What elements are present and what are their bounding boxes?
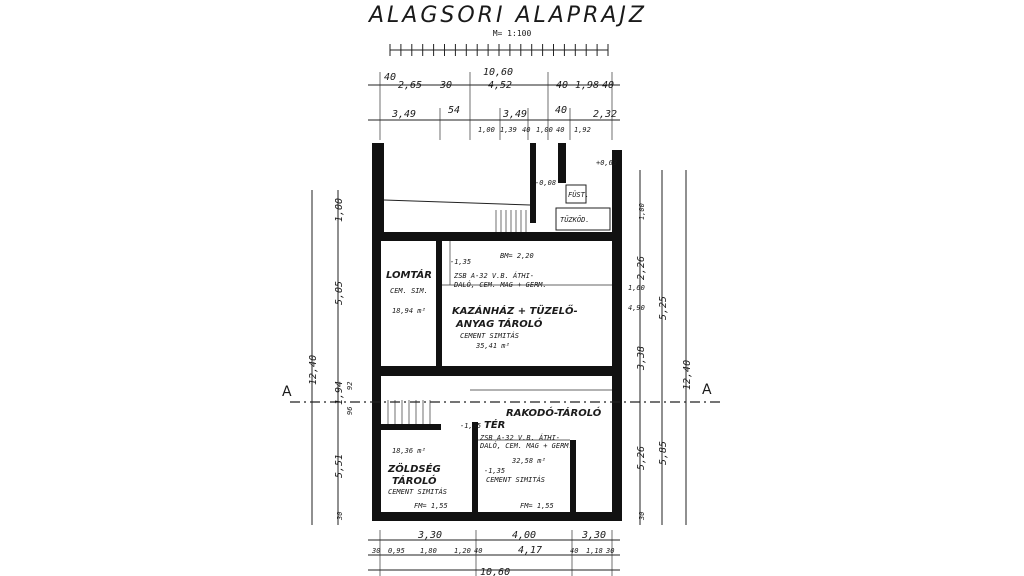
room-name: KAZÁNHÁZ + TÜZELŐ- — [452, 303, 578, 317]
left-dimension-lines: 1,00 5,05 12,40 1,94 92 96 5,51 30 — [308, 190, 354, 525]
dim-top-r3-5: 40 — [556, 126, 564, 134]
dim-overall-top: 10,60 — [483, 67, 513, 78]
dim-left-7: 5,51 — [334, 454, 345, 478]
room-finish: CEMENT SIMITÁS — [486, 475, 545, 484]
dim-bottom-r2-3: 1,80 — [420, 547, 437, 555]
slab-note-1b: DALÓ, CEM. MAG + GERM. — [453, 280, 547, 289]
dim-top-r2-2: 54 — [448, 105, 460, 116]
dim-right-5: 12,40 — [682, 360, 693, 390]
dim-bottom-r2-2: 0,95 — [388, 547, 405, 555]
building-walls — [372, 232, 622, 521]
dim-top-r2-1: 3,49 — [391, 109, 416, 120]
room-zoldseg: ZÖLDSÉG TÁROLÓ CEMENT SIMITÁS 18,36 m² — [387, 447, 447, 496]
room-area: 18,94 m² — [392, 307, 426, 315]
section-mark-right: A — [702, 382, 712, 398]
room-finish: CEM. SIM. — [390, 287, 428, 295]
vent-label: FÜST. — [568, 190, 589, 199]
dim-top-2: 2,65 — [398, 80, 422, 91]
fm-note-2: FM= 1,55 — [520, 502, 554, 510]
dim-left-1: 1,00 — [334, 198, 345, 222]
dim-top-r3-1: 1,00 — [478, 126, 495, 134]
scale-bar — [389, 44, 609, 56]
dim-right-9: 5,85 — [658, 441, 669, 465]
dim-left-8: 30 — [336, 512, 344, 521]
dim-top-r2-4: 40 — [555, 105, 567, 116]
dim-bottom-r2-7: 40 — [570, 547, 578, 555]
dim-bottom-1: 3,30 — [417, 530, 442, 541]
dim-right-2: 2,26 — [636, 256, 647, 280]
room-area: 35,41 m² — [475, 342, 510, 350]
slab-note-2a: ZSB A-32 V.B. ÁTHI- — [479, 433, 560, 442]
dim-left-3: 12,40 — [308, 355, 319, 385]
dim-top-4: 4,52 — [488, 80, 512, 91]
level-plus: +0,63 — [596, 159, 617, 167]
dim-overall-bottom: 10,60 — [480, 567, 510, 576]
dim-top-5: 40 — [556, 80, 568, 91]
dim-bottom-r2-6: 4,17 — [518, 545, 542, 556]
level-stair: -0,08 — [535, 179, 556, 187]
top-dimension-lines: 10,60 40 2,65 30 4,52 40 1,98 40 3,49 54… — [368, 67, 620, 140]
dim-top-1: 40 — [384, 72, 396, 83]
fm-note-1: FM= 1,55 — [414, 502, 448, 510]
dim-top-3: 30 — [439, 80, 452, 91]
dim-left-6: 96 — [346, 407, 354, 415]
section-mark-left: A — [282, 384, 292, 400]
dim-top-r3-2: 1,39 — [500, 126, 517, 134]
dim-top-r3-6: 1,92 — [574, 126, 591, 134]
slab-note-1a: ZSB A-32 V.B. ÁTHI- — [453, 271, 534, 280]
dim-right-4: 3,38 — [636, 346, 647, 371]
dim-right-8: 5,26 — [636, 446, 647, 470]
dim-top-r3-3: 40 — [522, 126, 530, 134]
room-area: 32,58 m² — [511, 457, 546, 465]
dim-left-5: 92 — [346, 382, 354, 390]
room-finish: CEMENT SIMITÁS — [460, 331, 519, 340]
room-finish: CEMENT SIMITÁS — [388, 487, 447, 496]
room-name: ZÖLDSÉG — [387, 461, 441, 475]
dim-right-10: 30 — [638, 512, 646, 521]
plan-notes: ZSB A-32 V.B. ÁTHI- DALÓ, CEM. MAG + GER… — [414, 252, 573, 510]
slab-note-2b: DALÓ, CEM. MAG + GERM. — [479, 441, 573, 450]
height-note: BM= 2,20 — [500, 252, 534, 260]
dim-bottom-3: 3,30 — [581, 530, 606, 541]
interior-details — [387, 241, 612, 441]
entrance-area: TŰZKŐD. FÜST. +0,63 -0,08 — [372, 143, 622, 240]
level-note-3: -1,35 — [484, 467, 505, 475]
dim-left-4: 1,94 — [334, 381, 345, 405]
room-rakodo: RAKODÓ-TÁROLÓ TÉR CEMENT SIMITÁS 32,58 m… — [484, 406, 602, 484]
dim-top-6: 1,98 — [575, 80, 599, 91]
dim-right-1: 1,00 — [638, 203, 646, 220]
level-note-1: -1,35 — [450, 258, 471, 266]
dim-right-3: 5,25 — [658, 296, 669, 320]
dim-top-r2-5: 2,32 — [593, 109, 617, 120]
room-name: LOMTÁR — [386, 268, 432, 281]
room-kazanhaz: KAZÁNHÁZ + TÜZELŐ- ANYAG TÁROLÓ CEMENT S… — [452, 303, 578, 350]
room-name-2: TÁROLÓ — [392, 474, 437, 487]
section-line-a: A A — [282, 382, 720, 403]
dim-top-r3-4: 1,00 — [536, 126, 553, 134]
room-name-2: TÉR — [484, 418, 505, 431]
dim-right-6: 1,60 — [628, 284, 645, 292]
dim-top-7: 40 — [602, 80, 614, 91]
dim-bottom-2: 4,00 — [512, 530, 536, 541]
dim-bottom-r2-1: 30 — [371, 547, 380, 555]
bottom-dimension-lines: 3,30 4,00 3,30 30 0,95 1,80 1,20 40 4,17… — [368, 530, 620, 576]
right-dimension-lines: 1,00 2,26 5,25 3,38 12,40 1,60 4,90 5,26… — [628, 170, 693, 525]
dim-bottom-r2-8: 1,18 — [586, 547, 603, 555]
level-note-2: -1,35 — [460, 422, 481, 430]
room-lomtar: LOMTÁR CEM. SIM. 18,94 m² — [386, 268, 432, 315]
dim-bottom-r2-4: 1,20 — [454, 547, 471, 555]
plan-title: ALAGSORI ALAPRAJZ — [367, 3, 647, 28]
dim-top-r2-3: 3,49 — [502, 109, 527, 120]
dim-left-2: 5,05 — [334, 281, 345, 305]
room-name-2: ANYAG TÁROLÓ — [455, 317, 543, 330]
dim-bottom-r2-5: 40 — [474, 547, 482, 555]
room-name: RAKODÓ-TÁROLÓ — [506, 406, 602, 419]
tuzkod-label: TŰZKŐD. — [560, 215, 590, 224]
dim-bottom-r2-9: 30 — [605, 547, 614, 555]
dim-right-7: 4,90 — [628, 304, 645, 312]
scale-label: M= 1:100 — [493, 29, 532, 38]
room-area: 18,36 m² — [392, 447, 426, 455]
